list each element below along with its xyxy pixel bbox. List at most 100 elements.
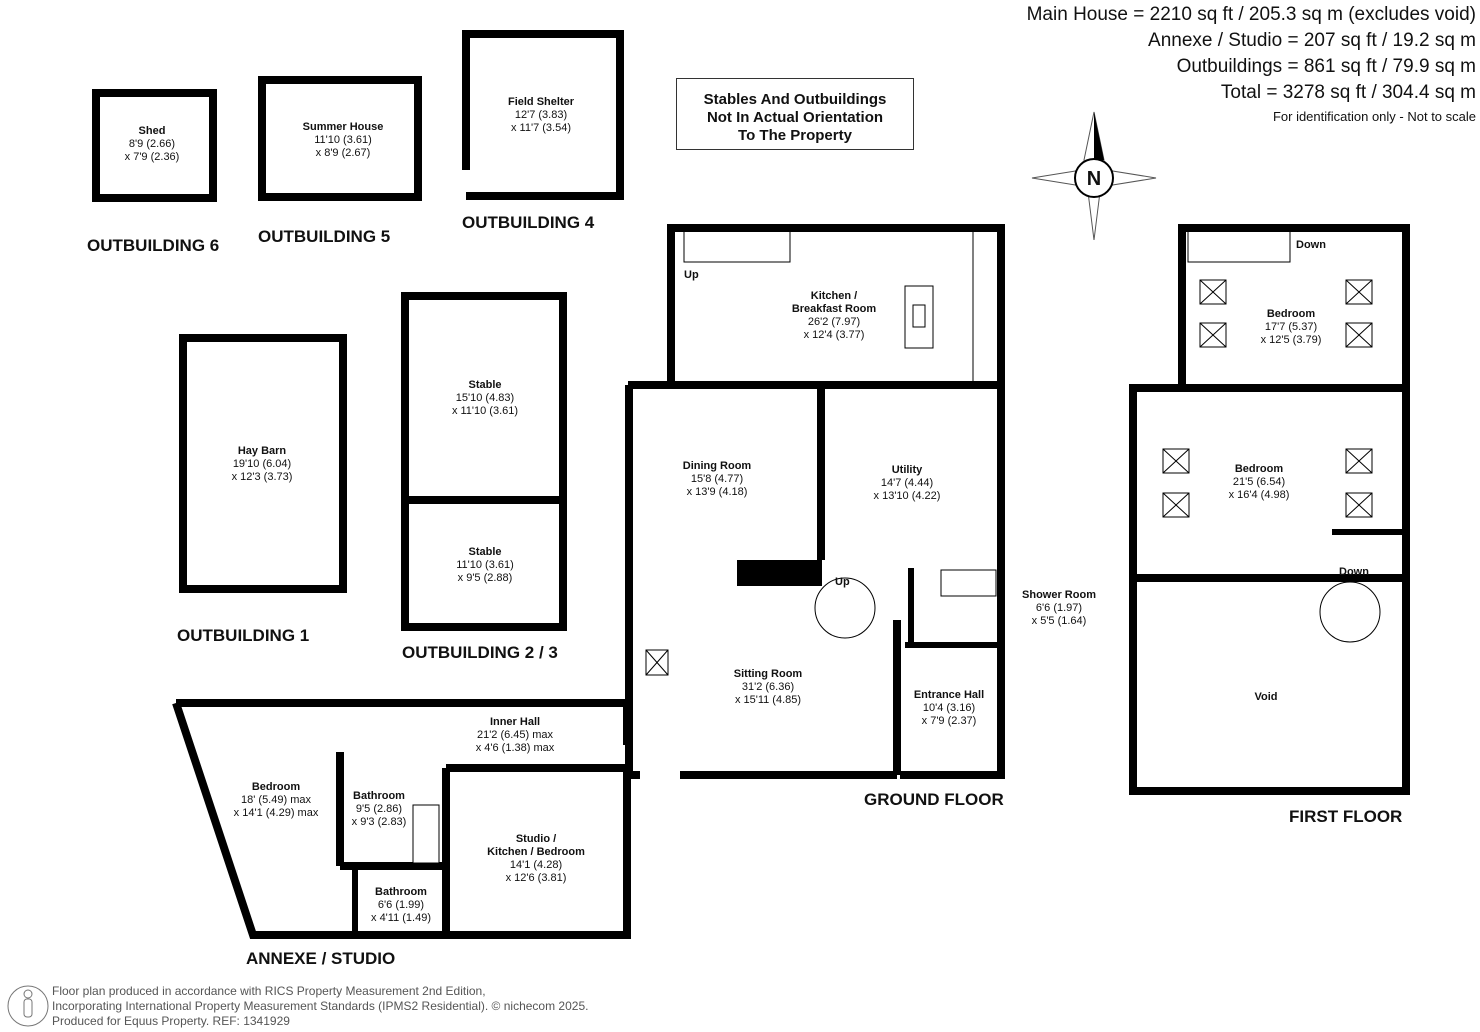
stairs-up-label: Up [835,576,850,588]
room-dimension: 21'2 (6.45) max [476,729,554,741]
skylight-icon [1345,448,1373,474]
room-dimension: 21'5 (6.54) [1232,476,1286,488]
spiral-stairs-first [1319,581,1381,643]
compass-icon [1031,111,1157,241]
area-annexe: Annexe / Studio = 207 sq ft / 19.2 sq m [1148,30,1476,51]
room-name: Bedroom [251,781,301,793]
skylight-icon [1162,448,1190,474]
room-dimension: 15'10 (4.83) [455,392,515,404]
room-dimension: x 13'9 (4.18) [686,486,748,498]
room-name: Stable [468,379,502,391]
room-name: Field Shelter [507,96,575,108]
room-dimension: 6'6 (1.99) [377,899,425,911]
room-name: Bathroom [375,886,427,898]
person-logo-icon [7,985,49,1027]
section-ground-floor: GROUND FLOOR [864,790,1004,809]
room-dimension: x 4'6 (1.38) max [475,742,555,754]
section-outbuilding-5: OUTBUILDING 5 [258,227,391,246]
room-dimension: x 5'5 (1.64) [1031,615,1087,627]
room-name: Stable [468,546,502,558]
section-outbuilding-4: OUTBUILDING 4 [462,213,595,232]
room-dimension: 12'7 (3.83) [514,109,568,121]
room-name: Kitchen / Bedroom [487,846,585,858]
section-annexe: ANNEXE / STUDIO [246,949,396,968]
shed-walls [92,89,217,202]
room-name: Bedroom [1266,308,1316,320]
annexe-walls [172,699,631,939]
room-dimension: 11'10 (3.61) [456,559,514,571]
orientation-line: Stables And Outbuildings [703,91,887,108]
room-dimension: 18' (5.49) max [241,794,311,806]
room-dimension: x 8'9 (2.67) [315,147,371,159]
room-dimension: x 11'7 (3.54) [511,122,571,134]
footer-line: Incorporating International Property Mea… [52,999,589,1013]
spiral-stairs-ground [814,577,876,639]
room-void: Void [1254,691,1277,704]
room-dimension: 14'1 (4.28) [509,859,563,871]
section-outbuilding-2-3: OUTBUILDING 2 / 3 [402,643,558,662]
stables-walls [401,292,567,631]
room-dimension: x 4'11 (1.49) [371,912,431,924]
room-name: Void [1254,691,1278,703]
summer-house-walls [258,76,422,201]
room-dimension: x 16'4 (4.98) [1228,489,1290,501]
room-name: Shed [138,125,166,137]
room-dimension: x 12'6 (3.81) [505,872,567,884]
room-dimension: x 12'4 (3.77) [803,329,865,341]
compass-north-label: N [1086,168,1102,190]
room-dimension: x 9'3 (2.83) [351,816,407,828]
area-main-house: Main House = 2210 sq ft / 205.3 sq m (ex… [1026,4,1476,25]
area-outbuildings: Outbuildings = 861 sq ft / 79.9 sq m [1176,56,1476,77]
room-name: Breakfast Room [791,303,877,315]
room-dimension: 14'7 (4.44) [880,477,934,489]
skylight-icon [1199,322,1227,348]
room-dimension: 10'4 (3.16) [922,702,976,714]
room-dimension: x 12'5 (3.79) [1260,334,1322,346]
room-name: Studio / [515,833,557,845]
room-name: Inner Hall [489,716,541,728]
room-name: Hay Barn [237,445,287,457]
stairs-down-label: Down [1296,239,1326,251]
room-name: Entrance Hall [913,689,985,701]
room-dimension: 26'2 (7.97) [807,316,861,328]
area-total: Total = 3278 sq ft / 304.4 sq m [1220,82,1476,103]
room-dimension: x 9'5 (2.88) [457,572,513,584]
room-dimension: x 14'1 (4.29) max [233,807,319,819]
skylight-icon [1199,279,1227,305]
room-name: Bathroom [353,790,405,802]
hay-barn-walls [179,334,347,593]
room-dimension: x 7'9 (2.37) [921,715,977,727]
room-dimension: x 12'3 (3.73) [231,471,293,483]
area-summary: Main House = 2210 sq ft / 205.3 sq m (ex… [1027,2,1476,128]
room-dimension: x 11'10 (3.61) [451,405,519,417]
skylights [1162,279,1373,518]
orientation-line: To The Property [738,127,852,144]
room-name: Bedroom [1234,463,1284,475]
skylight-icon [1345,322,1373,348]
room-dimension: 6'6 (1.97) [1035,602,1083,614]
room-name: Summer House [302,121,384,133]
room-name: Utility [891,464,923,476]
room-name: Dining Room [682,460,752,472]
room-dimension: 8'9 (2.66) [128,138,176,150]
skylight-icon [1345,279,1373,305]
scale-note: For identification only - Not to scale [1272,109,1476,124]
section-outbuilding-6: OUTBUILDING 6 [87,236,220,255]
stairs-down-label: Down [1339,566,1369,578]
field-shelter-walls [462,30,624,200]
